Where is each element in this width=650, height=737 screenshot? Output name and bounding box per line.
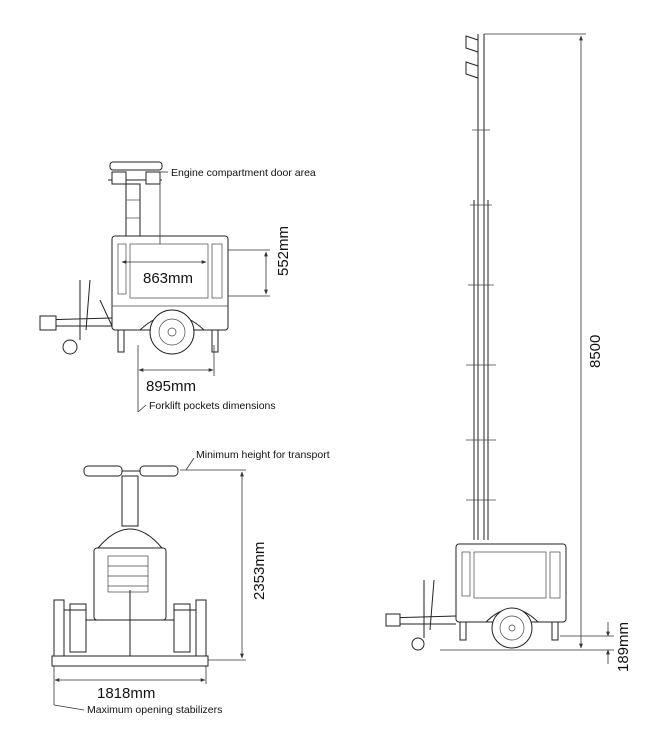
side-view-trailer-rect	[145, 171, 161, 185]
side-view-trailer-rect	[111, 171, 127, 185]
stabilizer-label: Maximum opening stabilizers	[87, 704, 222, 716]
extended-mast-trailer-circle	[508, 624, 516, 632]
door-width-dimension: 863mm	[121, 260, 207, 287]
extended-mast-trailer-rect	[549, 551, 561, 599]
extended-mast-trailer-rect	[473, 551, 547, 599]
rear-view-trailer-path	[96, 528, 164, 549]
forklift-dimension-line	[137, 404, 147, 413]
rear-view-trailer	[51, 465, 209, 667]
side-view-trailer-rect	[117, 243, 127, 295]
max-height-dimension: 8500	[484, 33, 604, 649]
door-width-value: 863mm	[143, 270, 193, 287]
stabilizer-dimension: 1818mm Maximum opening stabilizers	[53, 666, 222, 716]
side-view-trailer-line	[99, 299, 113, 327]
side-view-trailer-rect	[109, 161, 163, 171]
side-view-trailer-rect	[211, 243, 223, 299]
rear-view-trailer-rect	[107, 555, 149, 593]
transport-height-dimension-line	[185, 457, 195, 471]
forklift-label: Forklift pockets dimensions	[149, 400, 276, 412]
side-view-trailer-circle	[149, 309, 195, 355]
extended-mast-trailer-circle	[499, 615, 525, 641]
side-view-trailer-circle	[158, 318, 186, 346]
forklift-width-value: 895mm	[146, 378, 196, 395]
engine-door-callout: Engine compartment door area	[159, 167, 316, 244]
extended-mast-trailer-line	[429, 579, 435, 631]
rear-view-trailer-rect	[83, 465, 123, 477]
engine-door-label: Engine compartment door area	[171, 167, 316, 179]
transport-height-dimension: Minimum height for transport 2353mm	[180, 449, 330, 661]
rear-view-trailer-rect	[69, 603, 87, 653]
rear-view-trailer-rect	[53, 599, 65, 657]
ground-clearance-dimension: 189mm	[440, 622, 632, 672]
side-view-trailer-circle	[167, 327, 177, 337]
side-view-trailer-rect	[39, 315, 57, 331]
stabilizer-dimension-line	[53, 704, 85, 711]
side-view-trailer-rect	[211, 329, 219, 353]
extended-mast-trailer	[385, 34, 567, 651]
transport-height-label: Minimum height for transport	[196, 449, 330, 461]
stabilizer-width-value: 1818mm	[97, 685, 155, 702]
side-view-trailer-rect	[117, 329, 125, 353]
max-height-value: 8500	[587, 335, 604, 368]
extended-mast-trailer-circle	[491, 607, 533, 649]
side-view-trailer-rect	[129, 243, 209, 299]
extended-mast-trailer-circle	[411, 637, 425, 651]
rear-view-trailer-rect	[173, 603, 191, 653]
extended-mast-trailer-rect	[459, 621, 467, 641]
side-view-trailer-rect	[125, 183, 141, 237]
side-view-trailer-circle	[62, 339, 78, 355]
rear-view-trailer-rect	[121, 475, 139, 527]
rear-view-trailer-rect	[139, 465, 179, 477]
rear-view-trailer-rect	[51, 655, 209, 667]
extended-mast-trailer-path	[465, 35, 479, 53]
side-view-trailer-line	[85, 279, 91, 331]
transport-height-value: 2353mm	[251, 542, 268, 600]
extended-mast-trailer-rect	[385, 613, 401, 627]
side-view-trailer	[39, 161, 229, 355]
rear-view-trailer-rect	[195, 599, 207, 657]
extended-mast-trailer-rect	[551, 621, 559, 641]
door-height-dimension: 552mm	[228, 226, 292, 297]
extended-mast-trailer-path	[465, 61, 479, 79]
ground-clearance-value: 189mm	[615, 622, 632, 672]
extended-mast-trailer-rect	[461, 551, 471, 597]
forklift-dimension: 895mm Forklift pockets dimensions	[137, 345, 276, 413]
door-height-value: 552mm	[275, 226, 292, 276]
